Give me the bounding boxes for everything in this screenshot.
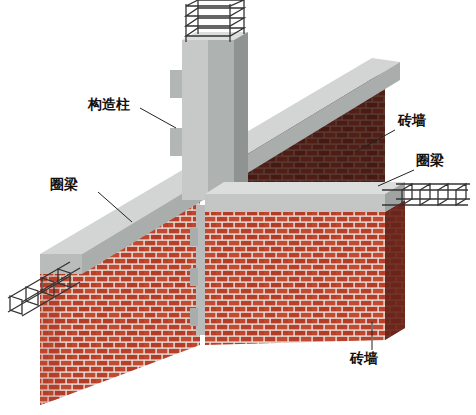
leader-lines [98,108,414,350]
right-ring-beam-front [205,194,385,212]
rebar-cage-top [186,0,244,42]
right-wall-end [385,200,405,340]
part-label: 圈梁 [48,176,80,193]
part-label: 砖墙 [396,112,428,129]
part-label: 砖墙 [348,350,380,367]
rebar-cage-right [382,184,470,205]
rebar-cage-left [8,262,80,316]
constructional-column [170,32,248,200]
part-label: 圈梁 [414,152,446,169]
part-label: 构造柱 [86,96,132,113]
right-wall-front [205,212,385,345]
right-ring-beam-top [205,182,405,194]
